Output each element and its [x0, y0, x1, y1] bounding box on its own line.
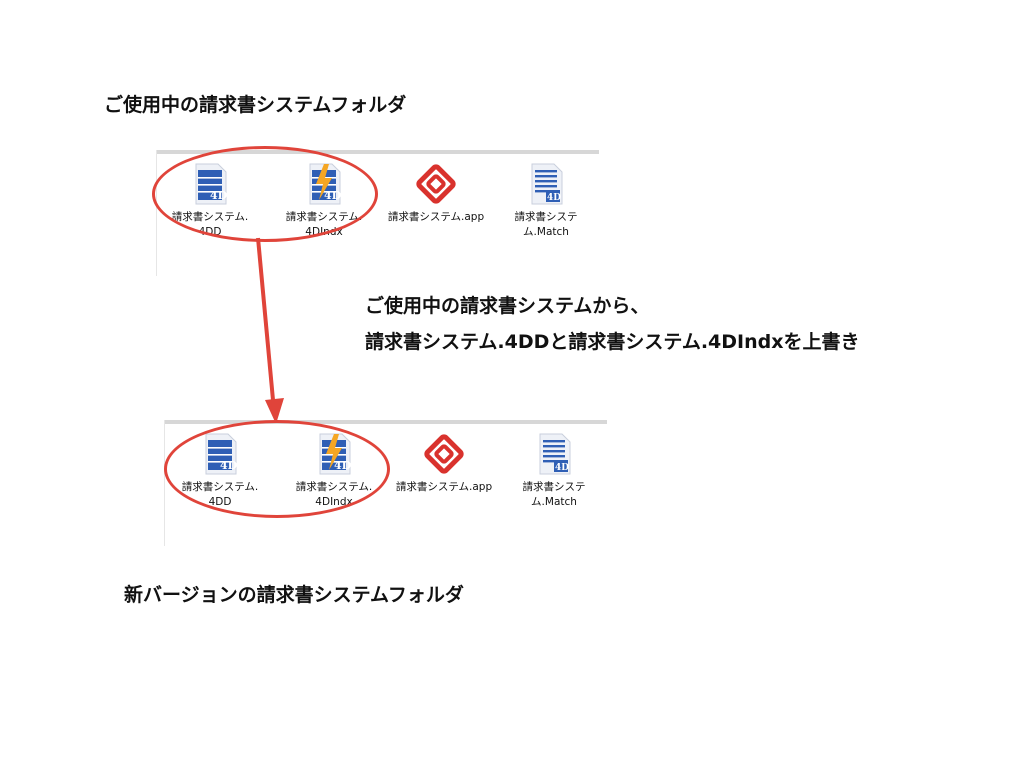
file-label-line1: 請求書システム.app [395, 481, 493, 493]
file-match[interactable]: 4D 請求書システ ム.Match [496, 162, 596, 240]
panel-left-border [164, 420, 165, 546]
instruction-text: ご使用中の請求書システムから、 請求書システム.4DDと請求書システム.4DIn… [365, 288, 860, 360]
4d-application-icon [416, 164, 456, 204]
file-label-line1: 請求書システ [522, 481, 586, 493]
4d-match-file-icon: 4D [531, 163, 563, 205]
4d-match-file-icon: 4D [539, 433, 571, 475]
file-app[interactable]: 請求書システム.app [386, 162, 486, 225]
highlight-ring-current [152, 146, 378, 242]
panel-top-border [164, 420, 607, 424]
file-match[interactable]: 4D 請求書システ ム.Match [504, 432, 604, 510]
file-app[interactable]: 請求書システム.app [394, 432, 494, 495]
file-label-line1: 請求書システム.app [387, 211, 485, 223]
file-label-line2: ム.Match [531, 496, 577, 508]
svg-text:4D: 4D [547, 193, 561, 203]
panel-left-border [156, 150, 157, 276]
panel-top-border [156, 150, 599, 154]
file-label-line1: 請求書システ [514, 211, 578, 223]
highlight-ring-new [164, 420, 390, 518]
new-folder-title: 新バージョンの請求書システムフォルダ [124, 584, 464, 606]
current-folder-title: ご使用中の請求書システムフォルダ [104, 94, 407, 116]
instruction-line1: ご使用中の請求書システムから、 [365, 295, 650, 317]
instruction-line2: 請求書システム.4DDと請求書システム.4DIndxを上書き [365, 331, 860, 353]
file-label-line2: ム.Match [523, 226, 569, 238]
svg-text:4D: 4D [555, 463, 569, 473]
4d-application-icon [424, 434, 464, 474]
